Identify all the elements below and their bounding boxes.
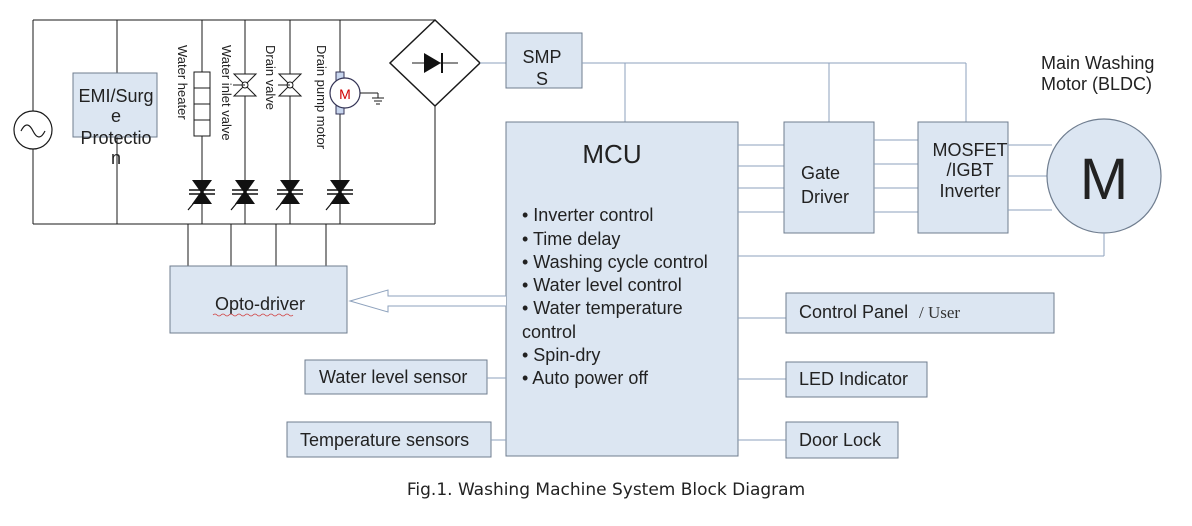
mcu-function-washing-cycle: • Washing cycle control — [522, 252, 708, 272]
figure-caption: Fig.1. Washing Machine System Block Diag… — [407, 480, 805, 500]
mosfet-igbt-inverter-block: MOSFET /IGBT Inverter — [917, 121, 1009, 234]
mcu-block: MCU • Inverter control • Time delay • Wa… — [505, 121, 739, 457]
pump-motor-letter: M — [339, 86, 351, 102]
bridge-rectifier-icon — [388, 18, 482, 108]
mcu-function-water-temperature-cont: control — [522, 322, 576, 342]
triac-icon — [325, 180, 353, 211]
water-level-sensor-block: Water level sensor — [304, 359, 506, 395]
water-heater-label: Water heater — [175, 45, 190, 120]
temperature-sensors-block: Temperature sensors — [286, 421, 506, 458]
temperature-sensors-label: Temperature sensors — [300, 430, 469, 450]
gate-driver-line1: Gate — [801, 163, 840, 183]
main-motor-letter: M — [1080, 147, 1128, 212]
door-lock-label: Door Lock — [799, 430, 882, 450]
door-lock-block: Door Lock — [738, 421, 899, 459]
mcu-to-opto-arrow-icon — [348, 289, 506, 313]
opto-driver-block: Opto-driver — [169, 265, 348, 334]
power-bus-wires — [582, 62, 967, 122]
triac-icon — [187, 180, 215, 211]
gate-wires — [187, 224, 327, 266]
smps-block: SMP S — [505, 32, 583, 89]
mcu-title: MCU — [582, 139, 641, 169]
drain-valve-icon — [277, 73, 303, 97]
inverter-line1: MOSFET — [933, 140, 1008, 160]
drain-pump-motor-icon: M — [329, 71, 384, 115]
driver-inverter-wires — [874, 139, 918, 213]
water-level-sensor-label: Water level sensor — [319, 367, 467, 387]
inverter-motor-wires — [1008, 144, 1052, 211]
emi-line2: e — [111, 106, 121, 126]
smps-line1: SMP — [522, 47, 561, 67]
mcu-function-auto-power-off: • Auto power off — [522, 368, 649, 388]
inverter-line2: /IGBT — [946, 160, 993, 180]
water-inlet-valve-label: Water inlet valve — [219, 45, 234, 141]
led-indicator-label: LED Indicator — [799, 369, 908, 389]
mcu-gate-driver-wires — [738, 144, 784, 213]
water-heater-icon — [193, 71, 211, 137]
triac-icon — [230, 180, 258, 211]
main-washing-motor: Main Washing Motor (BLDC) M — [1041, 53, 1162, 234]
drain-valve-label: Drain valve — [263, 45, 278, 110]
control-panel-block: Control Panel / User — [738, 292, 1055, 334]
gate-driver-line2: Driver — [801, 187, 849, 207]
led-indicator-block: LED Indicator — [738, 361, 928, 398]
inverter-line3: Inverter — [939, 181, 1000, 201]
mcu-function-inverter-control: • Inverter control — [522, 205, 653, 225]
gate-driver-block: Gate Driver — [783, 121, 875, 234]
mcu-function-water-level: • Water level control — [522, 275, 682, 295]
water-inlet-valve-icon — [232, 73, 258, 97]
main-motor-label-line2: Motor (BLDC) — [1041, 74, 1152, 94]
control-panel-label: Control Panel — [799, 302, 908, 322]
ac-source-icon — [13, 110, 53, 150]
drain-pump-motor-label: Drain pump motor — [314, 45, 329, 150]
triac-icon — [275, 180, 303, 211]
smps-line2: S — [536, 69, 548, 89]
triac-icons — [187, 180, 353, 211]
emi-surge-protection-block: EMI/Surg e Protectio n — [72, 72, 158, 168]
main-motor-label-line1: Main Washing — [1041, 53, 1154, 73]
emi-line1: EMI/Surg — [78, 86, 153, 106]
control-panel-suffix: / User — [919, 303, 960, 322]
mcu-function-spin-dry: • Spin-dry — [522, 345, 600, 365]
emi-line3: Protectio — [80, 128, 151, 148]
mcu-function-time-delay: • Time delay — [522, 229, 620, 249]
motor-feedback-wire — [738, 233, 1105, 257]
mcu-function-water-temperature: • Water temperature — [522, 298, 683, 318]
opto-driver-label: Opto-driver — [215, 294, 305, 314]
emi-line4: n — [111, 148, 121, 168]
spell-check-underline — [212, 313, 294, 317]
